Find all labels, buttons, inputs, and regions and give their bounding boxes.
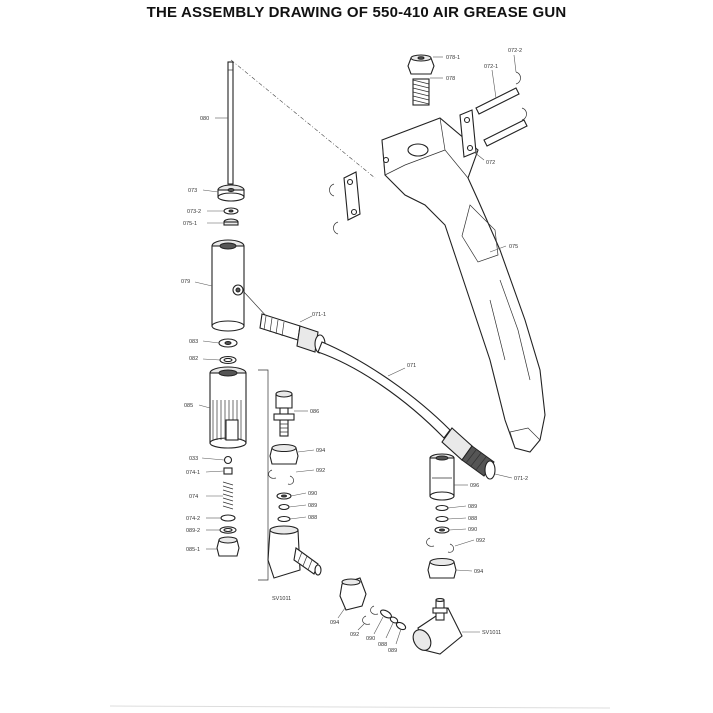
label-094-b: 094 — [474, 569, 483, 575]
label-086: 086 — [310, 409, 319, 415]
label-071-2: 071-2 — [514, 476, 528, 482]
label-088-c: 088 — [378, 642, 387, 648]
label-sv1011-b: SV1011 — [482, 630, 501, 636]
label-074: 074 — [189, 494, 198, 500]
spring-078-group — [407, 54, 435, 106]
washers-083-082 — [218, 338, 238, 365]
check-valve-stack — [216, 455, 240, 557]
label-090-c: 090 — [366, 636, 375, 642]
label-078-1: 078-1 — [446, 55, 460, 61]
label-083: 083 — [189, 339, 198, 345]
cap-073-group — [217, 184, 245, 226]
left-pump-group — [258, 369, 322, 581]
label-089-a: 089 — [308, 503, 317, 509]
label-sv1011-a: SV1011 — [272, 596, 291, 602]
push-rod-080 — [227, 59, 376, 185]
label-075-1: 075-1 — [183, 221, 197, 227]
label-089-c: 089 — [388, 648, 397, 654]
bottom-pump-group — [339, 577, 463, 655]
label-082: 082 — [189, 356, 198, 362]
label-092-a: 092 — [316, 468, 325, 474]
handle-075 — [381, 117, 546, 453]
label-072-1: 072-1 — [484, 64, 498, 70]
label-033: 033 — [189, 456, 198, 462]
hose-071-group — [259, 313, 496, 480]
label-074-2: 074-2 — [186, 516, 200, 522]
label-089-b: 089 — [468, 504, 477, 510]
label-075: 075 — [509, 244, 518, 250]
label-072-2: 072-2 — [508, 48, 522, 54]
label-090-b: 090 — [468, 527, 477, 533]
label-088-a: 088 — [308, 515, 317, 521]
label-080: 080 — [200, 116, 209, 122]
label-073-2: 073-2 — [187, 209, 201, 215]
valve-body-079 — [211, 239, 269, 332]
drawing-title: THE ASSEMBLY DRAWING OF 550-410 AIR GREA… — [146, 4, 567, 21]
right-pump-group — [426, 453, 457, 579]
pins-072-group — [329, 71, 528, 235]
label-090-a: 090 — [308, 491, 317, 497]
label-094-c: 094 — [330, 620, 339, 626]
label-094-a: 094 — [316, 448, 325, 454]
label-078: 078 — [446, 76, 455, 82]
label-079: 079 — [181, 279, 190, 285]
label-088-b: 088 — [468, 516, 477, 522]
label-072: 072 — [486, 160, 495, 166]
label-085: 085 — [184, 403, 193, 409]
label-089-2: 089-2 — [186, 528, 200, 534]
label-085-1: 085-1 — [186, 547, 200, 553]
cylinder-085 — [209, 366, 247, 449]
label-092-c: 092 — [350, 632, 359, 638]
part-labels: 078-1 078 072-2 072-1 072 080 073 073-2 … — [181, 48, 528, 654]
label-096: 096 — [470, 483, 479, 489]
label-073: 073 — [188, 188, 197, 194]
label-071-1: 071-1 — [312, 312, 326, 318]
label-071: 071 — [407, 363, 416, 369]
label-092-b: 092 — [476, 538, 485, 544]
label-074-1: 074-1 — [186, 470, 200, 476]
